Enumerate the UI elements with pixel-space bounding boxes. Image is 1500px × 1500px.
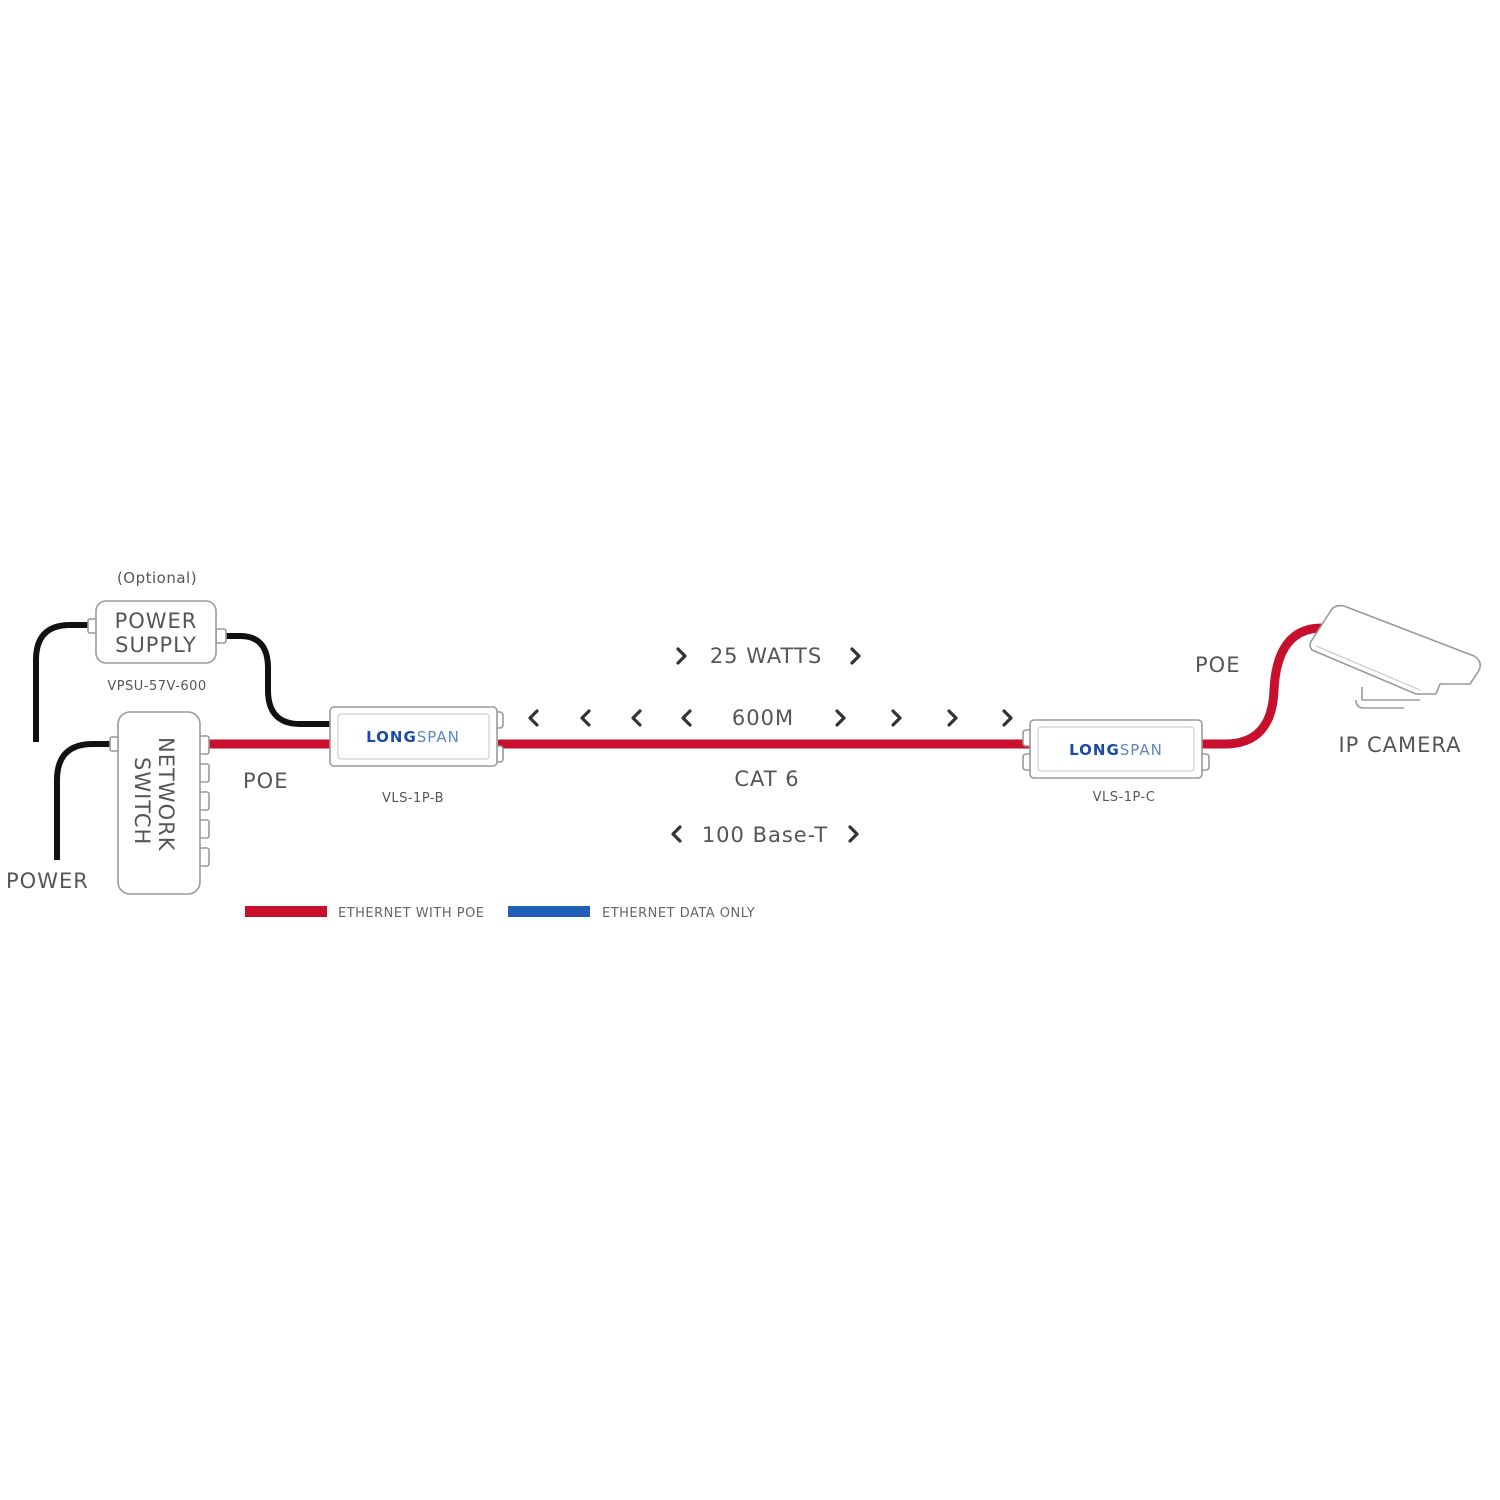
camera-hood-line [1315, 645, 1421, 691]
power-supply-output-cable [222, 633, 333, 727]
power-supply-model: VPSU-57V-600 [107, 679, 206, 694]
receiver-brand-span: SPAN [1120, 741, 1163, 759]
watts-label: 25 WATTS [710, 644, 822, 668]
chevron-right-icon [848, 825, 859, 843]
chevron-right-icon [947, 709, 958, 727]
chevron-right-icon [891, 709, 902, 727]
chevron-left-icon [681, 709, 692, 727]
speed-label: 100 Base-T [702, 823, 828, 847]
chevron-left-icon [580, 709, 591, 727]
legend-data-swatch [508, 906, 590, 917]
receiver-brand-long: LONG [1069, 741, 1120, 759]
power-supply-box [95, 600, 217, 664]
transmitter-model: VLS-1P-B [382, 791, 444, 806]
receiver-box [1029, 719, 1203, 779]
transmitter-brand-long: LONG [366, 728, 417, 746]
power-supply-input-cable [33, 622, 97, 742]
chevron-left-icon [631, 709, 642, 727]
chevron-right-icon [676, 647, 687, 665]
chevron-right-icon [850, 647, 861, 665]
optional-label: (Optional) [117, 569, 197, 587]
power-supply-line2: SUPPLY [115, 633, 197, 657]
network-switch-box [117, 711, 201, 895]
network-switch-line1: NETWORK [154, 737, 178, 852]
receiver-inner [1037, 726, 1195, 772]
chevron-right-icon [1002, 709, 1013, 727]
legend-poe-label: ETHERNET WITH POE [338, 906, 485, 921]
receiver-brand: LONGSPAN [1069, 741, 1163, 759]
transmitter-inner [337, 713, 490, 760]
camera-body [1309, 604, 1482, 695]
chevron-right-icon [835, 709, 846, 727]
transmitter-box [329, 706, 498, 767]
legend-poe-swatch [245, 906, 327, 917]
camera-label: IP CAMERA [1338, 733, 1461, 757]
power-label: POWER [6, 869, 89, 893]
chevron-left-icon [671, 825, 682, 843]
camera-mount-base [1355, 699, 1404, 709]
switch-power-cable [54, 741, 120, 860]
cable-label: CAT 6 [734, 767, 799, 791]
chevron-left-icon [528, 709, 539, 727]
power-supply-line1: POWER [115, 609, 198, 633]
network-switch-line2: SWITCH [130, 757, 154, 845]
legend-data-label: ETHERNET DATA ONLY [602, 906, 755, 921]
receiver-model: VLS-1P-C [1093, 790, 1156, 805]
poe-cable-receiver-to-camera [1198, 623, 1338, 749]
transmitter-brand-span: SPAN [417, 728, 460, 746]
distance-label: 600M [732, 706, 794, 730]
right-poe-label: POE [1195, 653, 1240, 677]
camera-mount-arm [1361, 687, 1420, 701]
ip-camera-icon [1309, 604, 1482, 709]
power-supply-connector-right [215, 628, 227, 644]
left-poe-label: POE [243, 769, 288, 793]
transmitter-brand: LONGSPAN [366, 728, 460, 746]
